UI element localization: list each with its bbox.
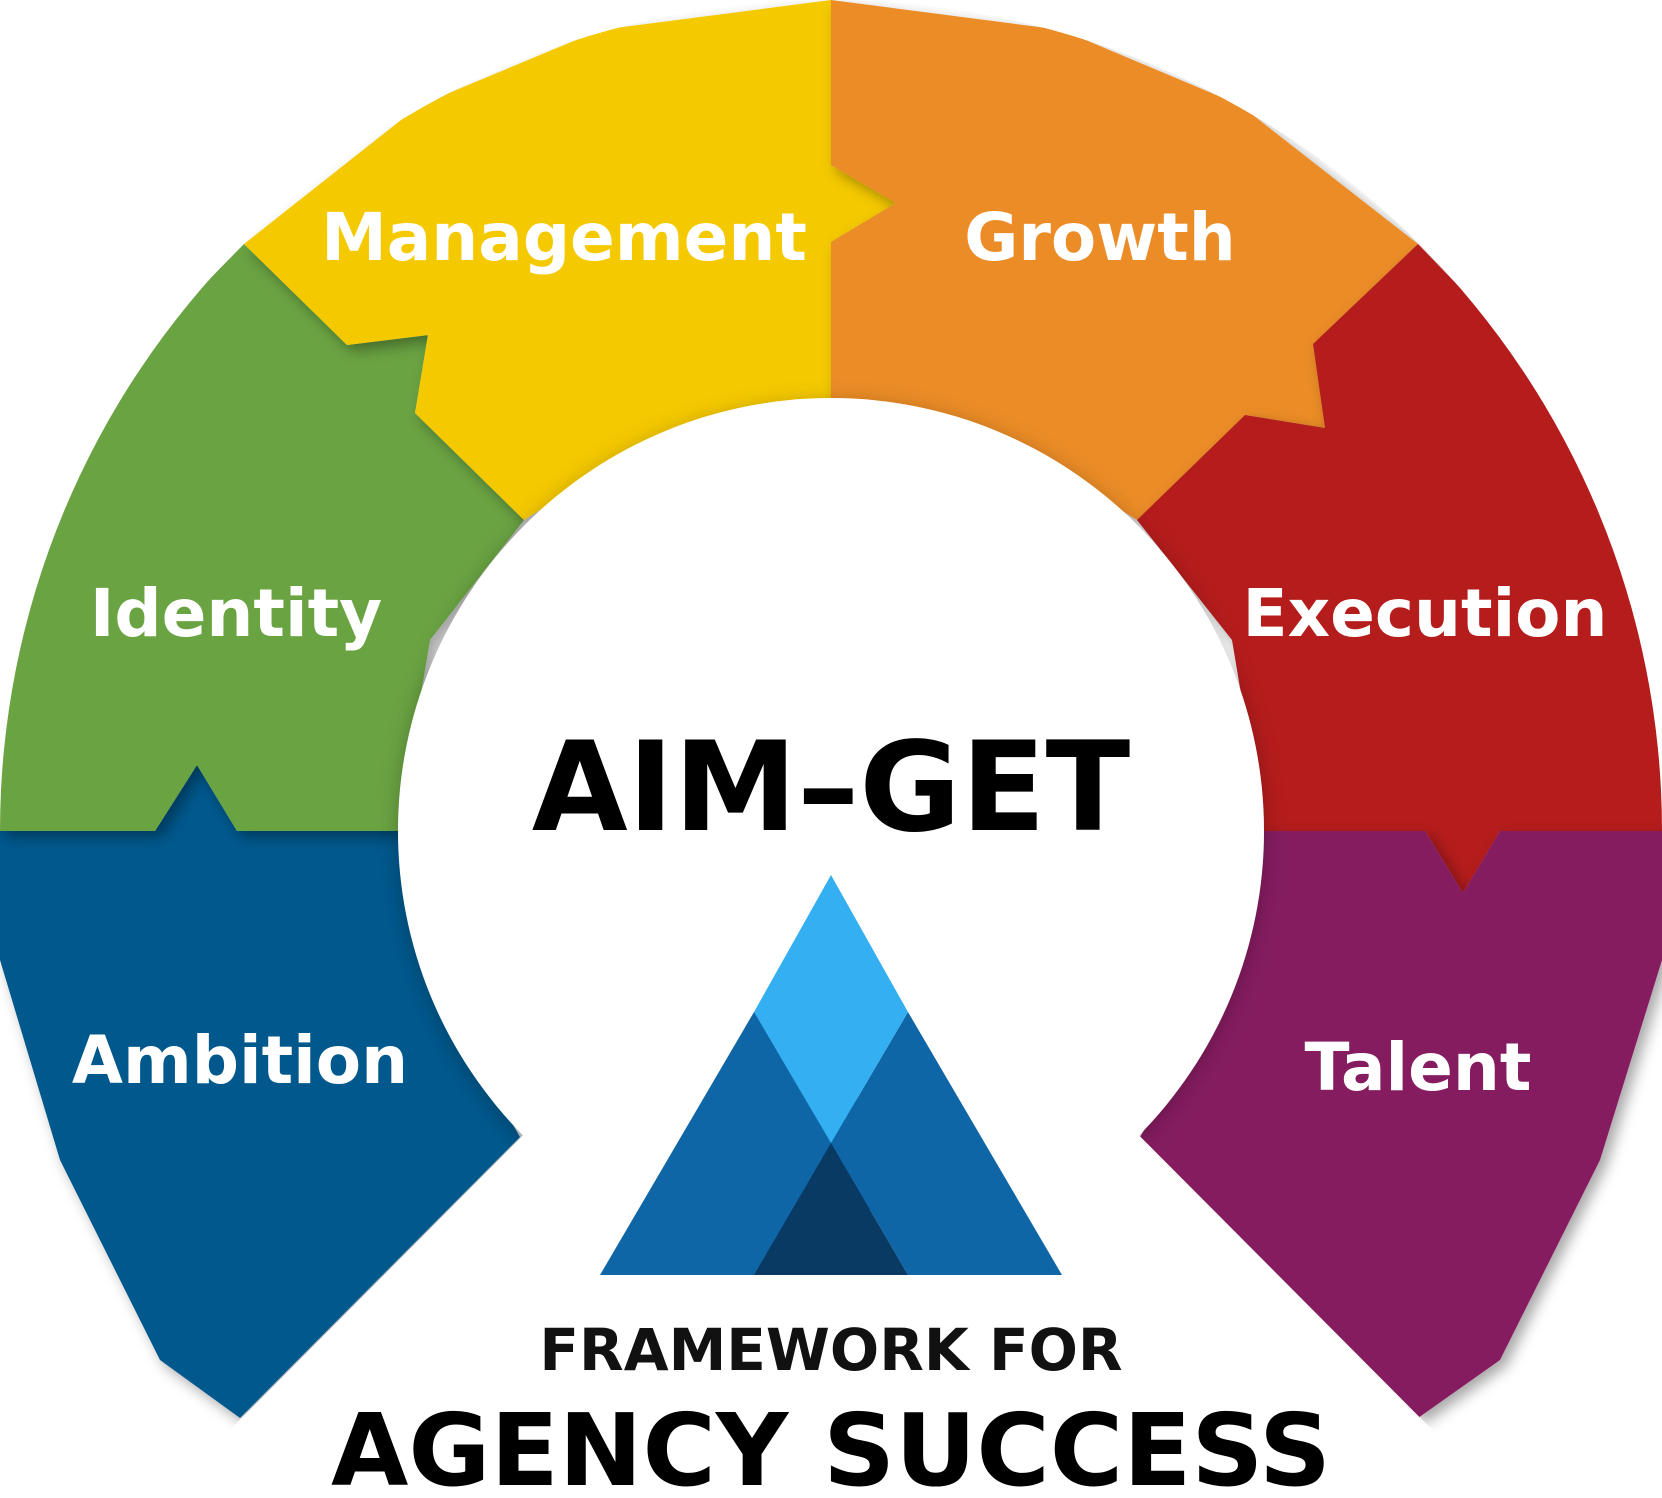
center-area xyxy=(162,398,1500,1498)
segment-identity xyxy=(0,244,524,831)
segment-labels: Ambition Identity Management Growth Exec… xyxy=(72,199,1608,1106)
subtitle-line-1: FRAMEWORK FOR xyxy=(539,1316,1122,1384)
logo-peak xyxy=(754,875,908,1143)
segment-growth xyxy=(831,0,1418,520)
segment-management xyxy=(244,0,896,520)
segment-ambition xyxy=(0,765,520,1418)
logo-right-face xyxy=(831,1012,1062,1275)
subtitle-line-2: AGENCY SUCCESS xyxy=(331,1392,1331,1498)
label-growth: Growth xyxy=(964,199,1236,276)
logo-base xyxy=(754,1143,908,1275)
label-execution: Execution xyxy=(1242,575,1607,652)
segment-ring xyxy=(0,0,1662,1418)
label-management: Management xyxy=(321,199,807,276)
mountain-triangle-icon xyxy=(600,875,1062,1275)
center-title: AIM–GET xyxy=(532,716,1131,860)
label-ambition: Ambition xyxy=(72,1022,408,1099)
segment-execution xyxy=(1137,244,1662,893)
segment-talent xyxy=(1140,831,1662,1418)
label-identity: Identity xyxy=(90,575,382,652)
center-wedge xyxy=(162,1068,1500,1498)
label-talent: Talent xyxy=(1305,1029,1532,1106)
